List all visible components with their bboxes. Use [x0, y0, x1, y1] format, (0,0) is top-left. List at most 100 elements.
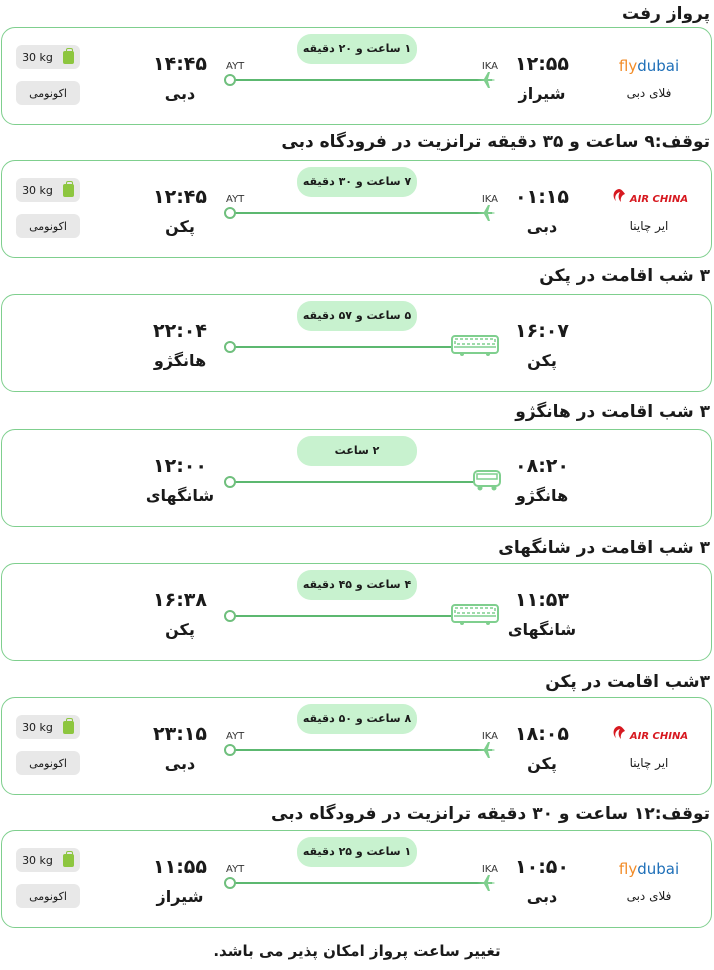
arrival: ۱۱:۵۵ شیراز [130, 855, 230, 906]
departure: ۱۸:۰۵ پکن [496, 722, 588, 773]
departure-time: ۱۸:۰۵ [515, 723, 569, 745]
baggage-badge: 30 kg [16, 715, 80, 739]
flydubai-logo-fly: fly [618, 860, 638, 878]
arrival: ۲۲:۰۴ هانگژو [130, 319, 230, 370]
arrival-airport-code: AYT [226, 61, 245, 72]
airline-name: فلای دبی [626, 889, 672, 903]
arrival: ۱۴:۴۵ دبی [130, 52, 230, 103]
arrival-time: ۲۲:۰۴ [153, 320, 207, 342]
luggage-icon [62, 180, 74, 197]
flydubai-logo-dubai: dubai [637, 860, 680, 878]
baggage-badge: 30 kg [16, 848, 80, 872]
airchina-phoenix-icon [610, 724, 628, 748]
airchina-phoenix-icon [610, 187, 628, 211]
segment-card-flight[interactable]: AIR CHINA ایر چاینا ۰۱:۱۵ دبی ۱۲:۴۵ پکن ۷ ساعت… [1, 160, 712, 258]
arrival: ۱۲:۰۰ شانگهای [130, 454, 230, 505]
baggage-weight: 30 kg [22, 183, 53, 197]
airchina-logo-text: AIR CHINA [629, 193, 689, 205]
segment-heading: ۳شب اقامت در پکن [545, 672, 710, 692]
airchina-logo: AIR CHINA [599, 722, 699, 750]
departure-city: دبی [526, 217, 558, 236]
arrival-time: ۱۶:۳۸ [153, 589, 207, 611]
segment-card-flight[interactable]: AIR CHINA ایر چاینا ۱۸:۰۵ پکن ۲۳:۱۵ دبی ۸ ساعت… [1, 697, 712, 795]
train-icon [450, 602, 502, 630]
flydubai-logo-fly: fly [618, 57, 638, 75]
airline-name: ایر چاینا [629, 756, 669, 770]
departure-time: ۰۸:۲۰ [515, 455, 569, 477]
departure-time: ۱۲:۵۵ [515, 53, 569, 75]
arrival-time: ۱۴:۴۵ [153, 53, 207, 75]
arrival-time: ۱۲:۴۵ [153, 186, 207, 208]
departure: ۱۲:۵۵ شیراز [496, 52, 588, 103]
cabin-class-badge: اکونومی [16, 81, 80, 105]
segment-heading: ۳ شب اقامت در شانگهای [498, 538, 710, 558]
airline-name: ایر چاینا [629, 219, 669, 233]
departure-time: ۰۱:۱۵ [515, 186, 569, 208]
segment-heading: پرواز رفت [622, 4, 710, 24]
footer-note: تغییر ساعت پرواز امکان پذیر می باشد. [213, 942, 501, 960]
segment-heading: ۳ شب اقامت در هانگژو [515, 402, 710, 422]
arrival: ۲۳:۱۵ دبی [130, 722, 230, 773]
airline-info: AIR CHINA ایر چاینا [599, 185, 699, 255]
arrival-city: هانگژو [153, 351, 207, 370]
departure-city: شانگهای [507, 620, 577, 639]
baggage-badge: 30 kg [16, 45, 80, 69]
luggage-icon [62, 717, 74, 734]
destination-dot [224, 341, 236, 353]
departure-time: ۱۱:۵۳ [515, 589, 569, 611]
arrival-time: ۱۲:۰۰ [153, 455, 207, 477]
destination-dot [224, 610, 236, 622]
destination-dot [224, 207, 236, 219]
train-icon [450, 333, 502, 361]
destination-dot [224, 476, 236, 488]
departure-airport-code: IKA [481, 864, 498, 875]
plane-icon [476, 873, 496, 897]
bus-icon [472, 468, 502, 496]
arrival-city: دبی [164, 84, 196, 103]
baggage-badge: 30 kg [16, 178, 80, 202]
flydubai-logo-dubai: dubai [637, 57, 680, 75]
arrival-city: شیراز [156, 887, 204, 906]
plane-icon [476, 203, 496, 227]
arrival-city: شانگهای [145, 486, 215, 505]
cabin-class-badge: اکونومی [16, 214, 80, 238]
arrival-airport-code: AYT [226, 864, 245, 875]
arrival-time: ۱۱:۵۵ [153, 856, 207, 878]
departure-city: دبی [526, 887, 558, 906]
airline-name: فلای دبی [626, 86, 672, 100]
arrival-city: دبی [164, 754, 196, 773]
plane-icon [476, 740, 496, 764]
destination-dot [224, 877, 236, 889]
arrival-city: پکن [165, 217, 195, 236]
departure-time: ۱۶:۰۷ [515, 320, 569, 342]
route-line [224, 604, 499, 625]
departure-city: پکن [527, 754, 557, 773]
duration-badge: ۱ ساعت و ۲۵ دقیقه [297, 837, 417, 867]
departure-city: شیراز [518, 84, 566, 103]
destination-dot [224, 744, 236, 756]
duration-badge: ۱ ساعت و ۲۰ دقیقه [297, 34, 417, 64]
duration-badge: ۸ ساعت و ۵۰ دقیقه [297, 704, 417, 734]
segment-heading: توقف:۹ ساعت و ۳۵ دقیقه ترانزیت در فرودگا… [281, 132, 710, 152]
duration-badge: ۵ ساعت و ۵۷ دقیقه [297, 301, 417, 331]
baggage-weight: 30 kg [22, 720, 53, 734]
plane-icon [476, 70, 496, 94]
segment-heading: توقف:۱۲ ساعت و ۳۰ دقیقه ترانزیت در فرودگ… [271, 804, 710, 824]
destination-dot [224, 74, 236, 86]
duration-badge: ۷ ساعت و ۳۰ دقیقه [297, 167, 417, 197]
luggage-icon [62, 47, 74, 64]
arrival-time: ۲۳:۱۵ [153, 723, 207, 745]
